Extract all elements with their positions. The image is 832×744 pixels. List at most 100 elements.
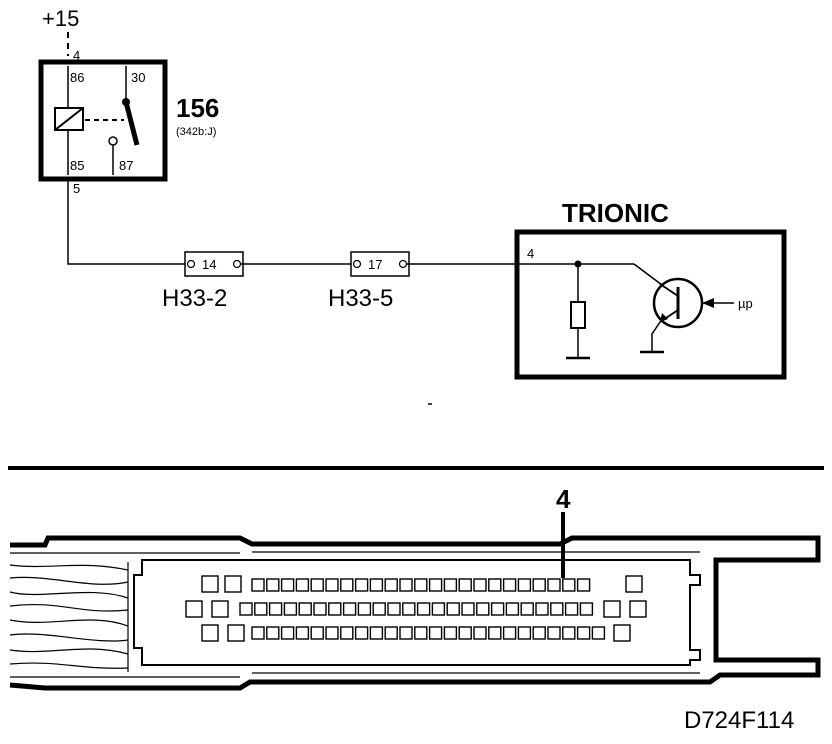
pin-grid — [185, 575, 647, 642]
wire-relay-to-h33-2 — [67, 179, 188, 265]
connector-cavity — [532, 626, 546, 640]
connector-cavity — [576, 626, 591, 640]
connector-cavity — [443, 578, 458, 592]
connector-cavity — [428, 578, 443, 592]
relay-top-wire-pin: 4 — [73, 48, 80, 63]
connector-cavity — [414, 578, 428, 592]
transistor-collector — [659, 283, 679, 297]
connector-h33-2-left-terminal — [186, 259, 196, 269]
connector-cavity-large — [211, 600, 229, 618]
connector-cavity — [458, 626, 472, 640]
connector-cavity — [354, 626, 369, 640]
connector-cavity — [547, 626, 561, 640]
coil-diagonal — [54, 107, 84, 131]
relay-pin-30: 30 — [131, 70, 145, 85]
connector-cavity — [502, 626, 517, 640]
connector-cavity-large — [201, 575, 219, 593]
connector-cavity — [340, 578, 354, 592]
connector-cavity-large — [625, 575, 643, 593]
connector-cavity — [251, 578, 265, 592]
connector-cavity — [325, 626, 339, 640]
connector-cavity — [490, 602, 505, 616]
connector-cavity — [298, 602, 312, 616]
connector-cavity-large — [629, 600, 647, 618]
connector-cavity — [562, 626, 576, 640]
connector-h33-5-label: H33-5 — [328, 285, 393, 312]
connector-cavity — [328, 602, 342, 616]
connector-cavity — [461, 602, 475, 616]
ecu-connector-view — [9, 535, 821, 691]
connector-cavity-large — [603, 600, 621, 618]
connector-h33-2-pin: 14 — [202, 257, 216, 272]
connector-h33-5-right-terminal — [398, 259, 408, 269]
resistor-icon — [570, 301, 586, 329]
trionic-ecu: 4 µp — [514, 229, 787, 380]
connector-cavity — [310, 626, 324, 640]
connector-cavity — [295, 626, 310, 640]
relay-box — [38, 59, 168, 182]
connector-cavity — [550, 602, 564, 616]
connector-cavity — [310, 578, 324, 592]
ecu-box — [514, 229, 787, 380]
wire-bundle-icon — [9, 562, 129, 672]
connector-cavity — [591, 626, 606, 640]
contact-87-terminal — [108, 136, 118, 146]
connector-cavity-large — [201, 624, 219, 642]
connector-cavity — [517, 578, 532, 592]
connector-cavity — [313, 602, 327, 616]
connector-cavity-large — [613, 624, 631, 642]
relay-pin-85: 85 — [70, 158, 84, 173]
connector-cavity — [251, 626, 265, 640]
connector-cavity — [488, 626, 502, 640]
connector-cavity-highlighted — [547, 578, 561, 592]
connector-cavity — [517, 626, 532, 640]
connector-cavity — [488, 578, 502, 592]
connector-cavity — [372, 602, 386, 616]
connector-cavity — [443, 626, 458, 640]
connector-cavity — [502, 578, 517, 592]
connector-cavity — [428, 626, 443, 640]
connector-cavity — [535, 602, 549, 616]
transistor-emitter-arrow-icon — [660, 313, 668, 322]
connector-cavity — [473, 578, 487, 592]
connector-cavity-large — [185, 600, 203, 618]
connector-cavity — [532, 578, 546, 592]
connector-cavity — [473, 626, 487, 640]
connector-cavity — [562, 578, 576, 592]
connector-cavity — [505, 602, 520, 616]
connector-cavity — [520, 602, 534, 616]
connector-cavity — [399, 578, 413, 592]
connector-cavity — [340, 626, 354, 640]
relay-switch-arm — [123, 101, 140, 146]
connector-cavity — [266, 626, 280, 640]
connector-cavity — [254, 602, 268, 616]
connector-cavity — [564, 602, 579, 616]
relay-id: 156 — [176, 93, 219, 123]
connector-cavity — [283, 602, 298, 616]
connector-cavity — [357, 602, 372, 616]
connector-cavity — [266, 578, 280, 592]
connector-cavity — [354, 578, 369, 592]
connector-cavity — [399, 626, 413, 640]
connector-cavity — [414, 626, 428, 640]
connector-cavity — [416, 602, 431, 616]
connector-cavity — [369, 578, 384, 592]
relay-156: 86 30 85 87 — [38, 59, 168, 182]
connector-cavity — [384, 626, 398, 640]
connector-cavity — [295, 578, 310, 592]
connector-cavity — [369, 626, 384, 640]
connector-pin-callout: 4 — [556, 484, 571, 514]
connector-cavity — [476, 602, 490, 616]
connector-h33-2-label: H33-2 — [162, 285, 227, 312]
relay-pin-87: 87 — [119, 158, 133, 173]
figure-code: D724F114 — [684, 707, 794, 734]
connector-h33-2: 14 — [184, 251, 244, 277]
transistor-emitter-wire — [651, 321, 661, 352]
relay-ref: (342b:J) — [176, 126, 216, 138]
connector-cavity — [446, 602, 460, 616]
connector-cavity — [402, 602, 416, 616]
connector-h33-5: 17 — [350, 251, 410, 277]
connector-cavity — [384, 578, 398, 592]
